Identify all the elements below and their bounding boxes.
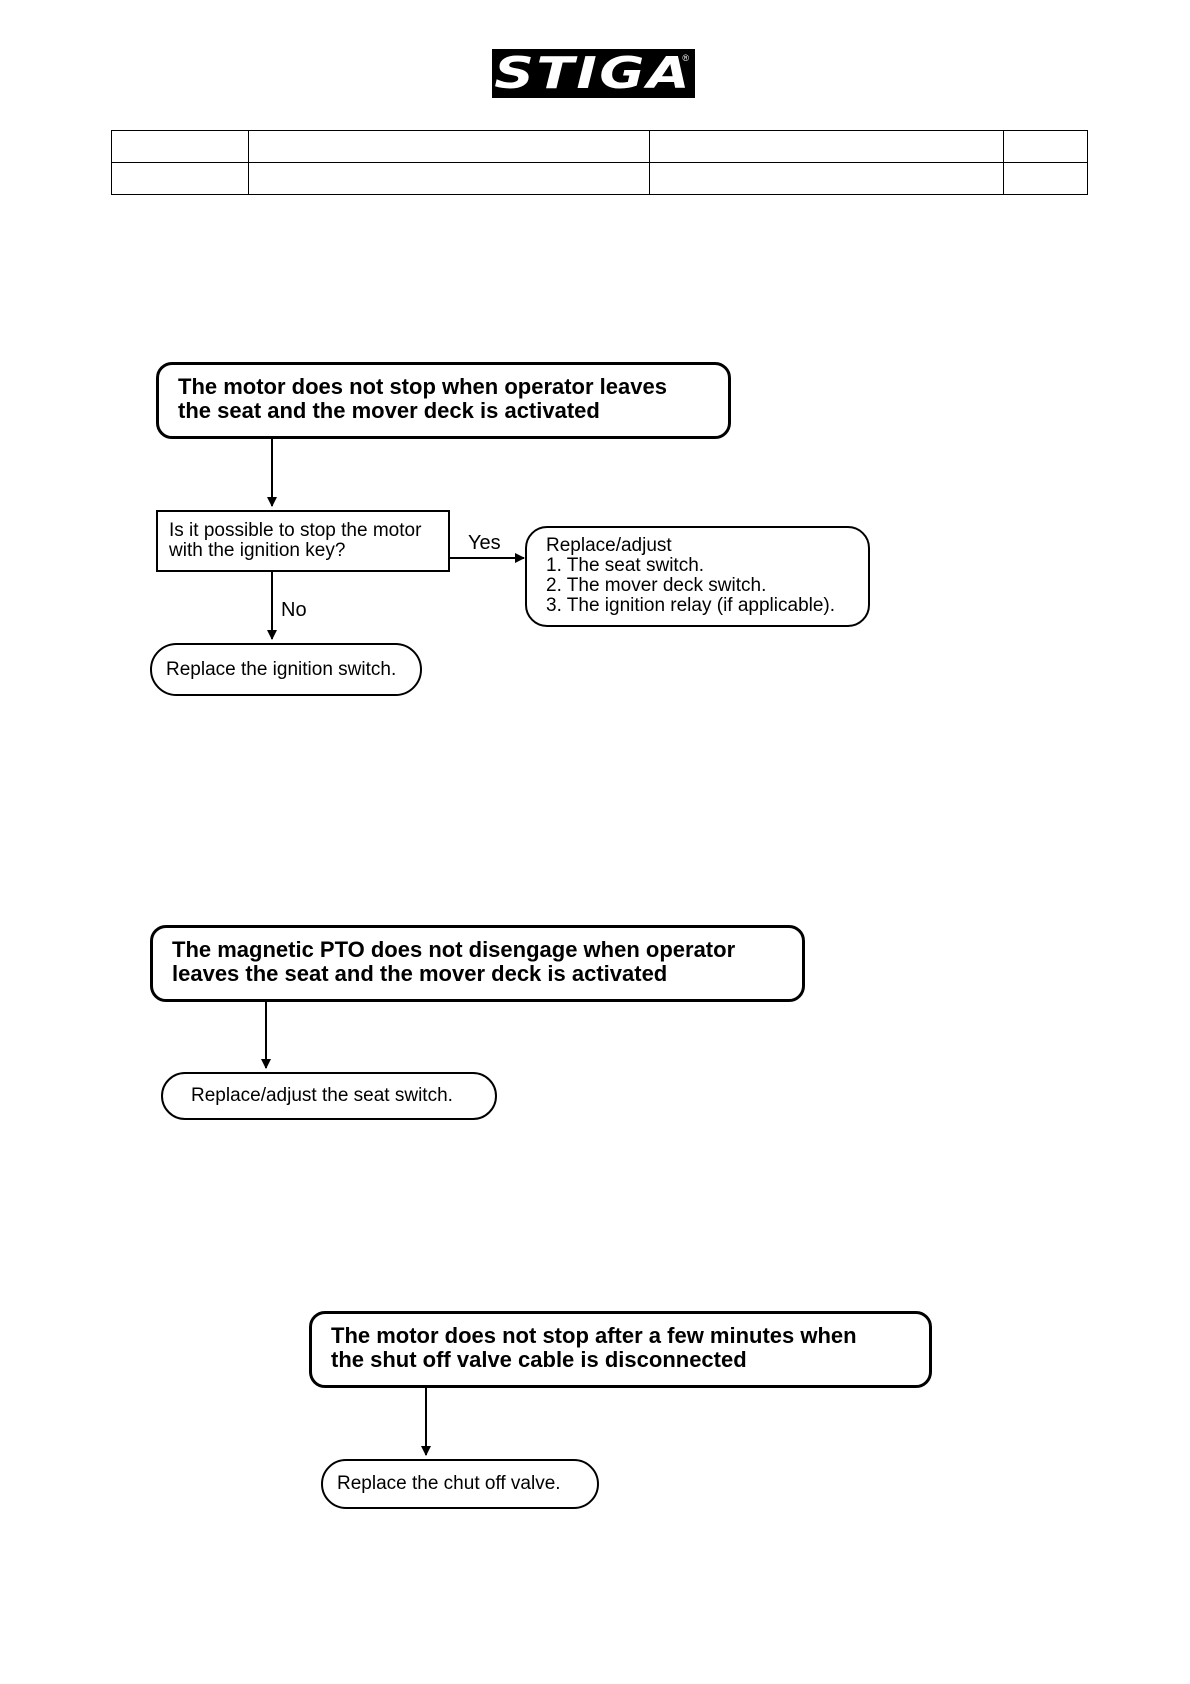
yes-label: Yes <box>468 532 501 554</box>
flowchart3-action-text: Replace the chut off valve. <box>337 1473 561 1494</box>
yes-action-line1: Replace/adjust <box>546 535 672 556</box>
header-cell <box>649 130 1004 163</box>
no-label: No <box>281 599 307 621</box>
header-row <box>111 162 1088 195</box>
header-cell <box>111 162 249 195</box>
header-cell <box>649 162 1004 195</box>
stiga-logo: STIGA ® <box>492 49 695 98</box>
flowchart3-title-line2: the shut off valve cable is disconnected <box>331 1347 747 1372</box>
registered-mark: ® <box>682 53 689 63</box>
flowchart1-title-line1: The motor does not stop when operator le… <box>178 374 667 399</box>
flowchart2-action-text: Replace/adjust the seat switch. <box>191 1085 453 1106</box>
header-table <box>111 130 1088 195</box>
header-cell <box>248 162 650 195</box>
flowchart3-action-box: Replace the chut off valve. <box>321 1459 599 1509</box>
flowchart1-problem-box: The motor does not stop when operator le… <box>156 362 731 439</box>
flowchart3-problem-box: The motor does not stop after a few minu… <box>309 1311 932 1388</box>
logo-text: STIGA <box>494 47 693 99</box>
flowchart3-title-line1: The motor does not stop after a few minu… <box>331 1323 857 1348</box>
header-cell <box>1003 162 1088 195</box>
yes-action-line2: 1. The seat switch. <box>546 555 705 576</box>
flowchart2-action-box: Replace/adjust the seat switch. <box>161 1072 497 1120</box>
flowchart2-title-line2: leaves the seat and the mover deck is ac… <box>172 961 668 986</box>
header-cell <box>111 130 249 163</box>
yes-action-line4: 3. The ignition relay (if applicable). <box>546 595 836 616</box>
flowchart1-question-box: Is it possible to stop the motor with th… <box>156 510 450 572</box>
header-cell <box>1003 130 1088 163</box>
header-row <box>111 130 1088 163</box>
no-action-text: Replace the ignition switch. <box>166 658 397 680</box>
flowchart1-no-action-box: Replace the ignition switch. <box>150 643 422 696</box>
header-cell <box>248 130 650 163</box>
flowchart1-title-line2: the seat and the mover deck is activated <box>178 398 600 423</box>
question-line2: with the ignition key? <box>169 540 346 561</box>
flowchart2-problem-box: The magnetic PTO does not disengage when… <box>150 925 805 1002</box>
flowchart2-title-line1: The magnetic PTO does not disengage when… <box>172 937 736 962</box>
flowchart1-yes-action-box: Replace/adjust 1. The seat switch. 2. Th… <box>525 526 870 627</box>
question-line1: Is it possible to stop the motor <box>169 520 422 541</box>
yes-action-line3: 2. The mover deck switch. <box>546 575 767 596</box>
